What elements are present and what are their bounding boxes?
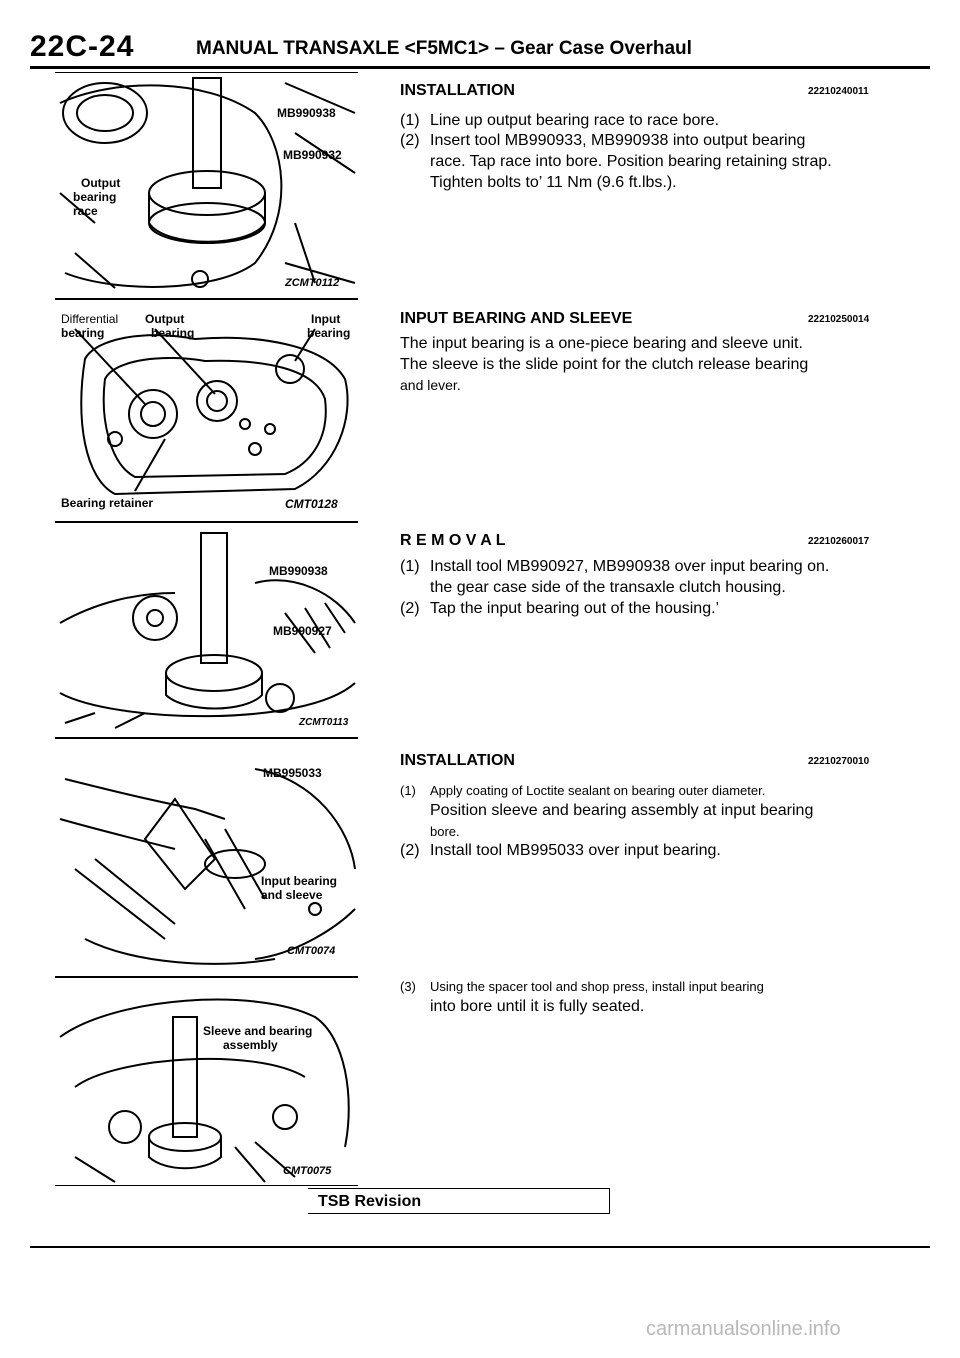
figure-1-drawing <box>59 77 356 289</box>
label-mb990938: MB990938 <box>269 564 328 578</box>
step-text: Insert tool MB990933, MB990938 into outp… <box>430 132 806 149</box>
step-number: (2) <box>400 132 420 149</box>
header-rule <box>30 66 930 69</box>
step-text: Using the spacer tool and shop press, in… <box>430 979 764 994</box>
section-code: 22210260017 <box>808 536 870 547</box>
step-text: Install tool MB990927, MB990938 over inp… <box>430 558 830 575</box>
figure-output-race-install: MB990938 MB990932 Output bearing race ZC… <box>55 72 358 300</box>
label-bearing-2: bearing <box>151 326 195 340</box>
paragraph-line: and lever. <box>400 377 461 393</box>
step-2-continued: race. Tap race into bore. Position beari… <box>430 153 832 170</box>
label-and-sleeve: and sleeve <box>261 888 323 902</box>
step-number: (1) <box>400 558 420 575</box>
figure-sleeve-bearing-assembly: Sleeve and bearing assembly CMT0075 <box>55 976 358 1186</box>
section-title-removal: R E M O V A L <box>400 532 506 549</box>
step-number: (1) <box>400 112 420 129</box>
section-code: 22210240011 <box>808 86 869 97</box>
label-bearing-1: bearing <box>61 326 105 340</box>
step-2: (2) Install tool MB995033 over input bear… <box>400 840 870 861</box>
step-text: Line up output bearing race to race bore… <box>430 112 720 129</box>
figure-code: ZCMT0113 <box>299 717 349 728</box>
label-output: Output <box>81 176 121 190</box>
label-bearing-retainer: Bearing retainer <box>61 496 154 510</box>
figure-2-drawing <box>74 328 349 496</box>
label-output: Output <box>145 312 185 326</box>
step-text: Install tool MB995033 over input bearing… <box>430 842 721 859</box>
step-number: (1) <box>400 783 416 798</box>
section-code: 22210250014 <box>808 314 870 325</box>
step-1-continued: bore. <box>430 824 460 839</box>
figure-input-bearing-removal: MB990938 MB990927 ZCMT0113 <box>55 522 358 738</box>
step-1-continued: Position sleeve and bearing assembly at … <box>430 802 814 819</box>
step-number: (2) <box>400 842 420 859</box>
label-mb990927: MB990927 <box>273 624 332 638</box>
label-sleeve-and-bearing: Sleeve and bearing <box>203 1024 313 1038</box>
figure-code: ZCMT0112 <box>285 277 340 289</box>
figure-case-bearings: Differential Output bearing bearing Inpu… <box>55 298 358 522</box>
step-2-continued: Tighten bolts to’ 11 Nm (9.6 ft.lbs.). <box>430 174 677 191</box>
step-2: (2) Insert tool MB990933, MB990938 into o… <box>400 130 870 151</box>
figure-3-drawing <box>59 532 356 729</box>
figure-4-drawing <box>59 768 356 965</box>
label-mb990938: MB990938 <box>277 106 336 120</box>
label-bearing-3: bearing <box>307 326 351 340</box>
step-3-continued: into bore until it is fully seated. <box>430 998 645 1015</box>
section-title-installation: INSTALLATION <box>400 752 515 769</box>
figure-5-drawing <box>59 998 350 1183</box>
page-title: MANUAL TRANSAXLE <F5MC1> – Gear Case Ove… <box>196 38 692 59</box>
section-title-installation: INSTALLATION <box>400 82 515 99</box>
label-bearing: bearing <box>73 190 117 204</box>
paragraph-line: The input bearing is a one-piece bearing… <box>400 335 803 352</box>
watermark: carmanualsonline.info <box>646 1318 841 1340</box>
label-mb995033: MB995033 <box>263 766 322 780</box>
section-title-input-bearing: INPUT BEARING AND SLEEVE <box>400 310 633 327</box>
label-input-bearing: Input bearing <box>261 874 337 888</box>
figure-code: CMT0075 <box>283 1165 332 1177</box>
page-number: 22C-24 <box>30 30 135 63</box>
step-1: (1) Apply coating of Loctite sealant on b… <box>400 780 870 801</box>
label-input: Input <box>311 312 341 326</box>
figure-input-bearing-install: MB995033 Input bearing and sleeve CMT007… <box>55 738 358 978</box>
label-differential: Differential <box>61 312 119 326</box>
figure-code: CMT0128 <box>285 497 338 511</box>
step-2: (2) Tap the input bearing out of the hous… <box>400 598 870 619</box>
section-code: 22210270010 <box>808 756 870 767</box>
step-number: (3) <box>400 979 416 994</box>
step-1-continued: the gear case side of the transaxle clut… <box>430 579 786 596</box>
paragraph-line: The sleeve is the slide point for the cl… <box>400 356 809 373</box>
step-1: (1) Install tool MB990927, MB990938 over … <box>400 556 870 577</box>
tsb-revision-box: TSB Revision <box>308 1188 610 1214</box>
label-assembly: assembly <box>223 1038 278 1052</box>
step-text: Tap the input bearing out of the housing… <box>430 600 720 617</box>
figure-code: CMT0074 <box>287 945 336 957</box>
step-text: Apply coating of Loctite sealant on bear… <box>430 783 766 798</box>
label-race: race <box>73 204 98 218</box>
step-3: (3) Using the spacer tool and shop press,… <box>400 976 870 997</box>
step-number: (2) <box>400 600 420 617</box>
step-1: (1) Line up output bearing race to race b… <box>400 110 870 131</box>
label-mb990932: MB990932 <box>283 148 342 162</box>
footer-rule <box>30 1246 930 1248</box>
